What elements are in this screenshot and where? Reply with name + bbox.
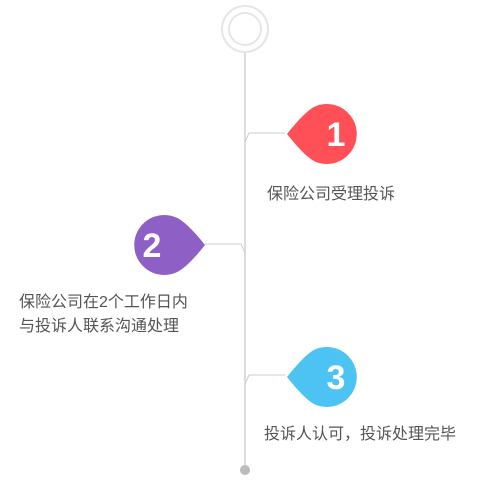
step-1-bubble <box>287 104 357 164</box>
step-3-description: 投诉人认可，投诉处理完毕 <box>264 423 456 447</box>
timeline-start-ring-inner <box>228 12 262 46</box>
step-2-description: 保险公司在2个工作日内 与投诉人联系沟通处理 <box>19 291 188 339</box>
step-1-description: 保险公司受理投诉 <box>267 183 395 207</box>
step-2-number: 2 <box>143 227 162 265</box>
step-3-bubble <box>287 347 357 407</box>
step-2-line-2: 与投诉人联系沟通处理 <box>19 318 180 335</box>
step-1-connector <box>244 132 285 143</box>
step-3-marker: 3 <box>287 347 357 407</box>
step-3-number: 3 <box>327 359 346 397</box>
step-3-line-1: 投诉人认可，投诉处理完毕 <box>264 426 457 443</box>
step-2-line-1: 保险公司在2个工作日内 <box>19 294 188 311</box>
step-2-bubble <box>134 215 205 275</box>
step-1-line-1: 保险公司受理投诉 <box>267 186 396 203</box>
timeline-end-dot <box>240 465 250 475</box>
step-1-number: 1 <box>327 116 346 154</box>
step-3-connector <box>244 374 285 385</box>
step-1-marker: 1 <box>287 104 357 164</box>
step-2-connector <box>205 243 246 254</box>
step-2-marker: 2 <box>134 215 205 275</box>
